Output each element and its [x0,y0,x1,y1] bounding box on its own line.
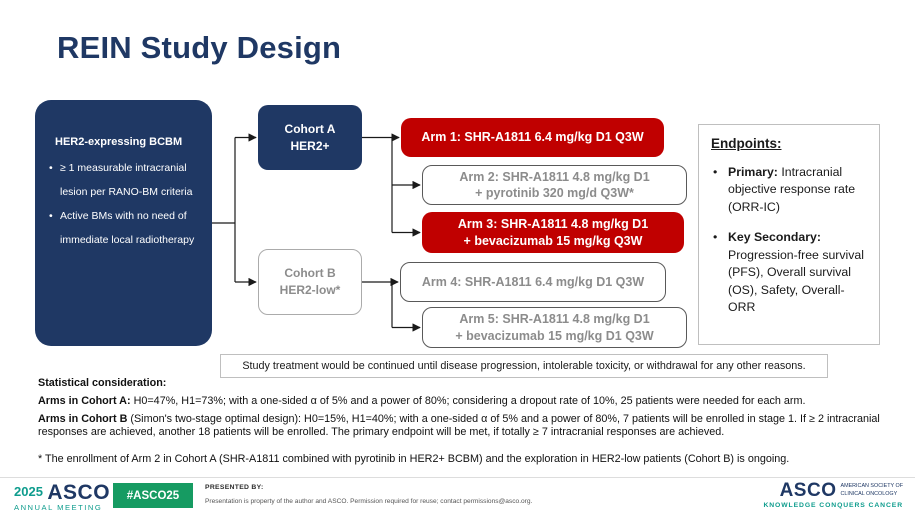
arm-1-label: Arm 1: SHR-A1811 6.4 mg/kg D1 Q3W [421,130,644,145]
arm-4-label: Arm 4: SHR-A1811 6.4 mg/kg D1 Q3W [421,274,645,289]
page-title: REIN Study Design [57,30,342,65]
arm-5-label-line1: Arm 5: SHR-A1811 4.8 mg/kg D1 [459,312,650,327]
meeting-subtitle: ANNUAL MEETING [14,503,103,512]
endpoint-primary: Primary: Intracranial objective response… [711,164,871,216]
arm-3-label-line2: + bevacizumab 15 mg/kg Q3W [463,233,643,248]
treatment-continuation-note: Study treatment would be continued until… [220,354,828,378]
arm-1-box: Arm 1: SHR-A1811 6.4 mg/kg D1 Q3W [401,118,664,157]
eligibility-title: HER2-expressing BCBM [55,136,183,148]
arm-5-box: Arm 5: SHR-A1811 4.8 mg/kg D1 + bevacizu… [422,307,687,348]
stats-cohort-b-text: (Simon's two-stage optimal design): H0=1… [38,412,880,439]
presented-by-label: PRESENTED BY: [205,484,264,491]
presented-by-block: PRESENTED BY: Presentation is property o… [205,484,532,505]
statistical-consideration: Statistical consideration: Arms in Cohor… [38,377,900,471]
endpoints-heading: Endpoints: [711,136,782,151]
arm-3-label-line1: Arm 3: SHR-A1811 4.8 mg/kg D1 [457,217,649,232]
meeting-name: ASCO [47,481,111,504]
asco-annual-meeting-logo: 2025 ASCO ANNUAL MEETING [14,482,110,512]
asco-tagline: KNOWLEDGE CONQUERS CANCER [763,502,903,509]
cohort-b-subtype: HER2-low* [279,283,341,297]
stats-heading: Statistical consideration: [38,377,167,389]
cohort-b-box: Cohort B HER2-low* [258,249,362,315]
meeting-year: 2025 [14,484,43,499]
arm-3-box: Arm 3: SHR-A1811 4.8 mg/kg D1 + bevacizu… [422,212,684,253]
permission-text: Presentation is property of the author a… [205,498,533,505]
endpoints-list: Primary: Intracranial objective response… [711,164,871,317]
asco-society-line1: AMERICAN SOCIETY OF [840,482,903,489]
endpoint-secondary-text: Progression-free survival (PFS), Overall… [728,247,864,315]
arm-2-label-line1: Arm 2: SHR-A1811 4.8 mg/kg D1 [459,169,650,184]
asco-annual-meeting-logo-row: 2025 ASCO [14,482,110,503]
cohort-a-box: Cohort A HER2+ [258,105,362,170]
eligibility-bullet: ≥ 1 measurable intracranial lesion per R… [49,156,204,204]
stats-cohort-b-label: Arms in Cohort B [38,412,128,425]
asco-logo-text: ASCO [779,480,837,501]
eligibility-bullet: Active BMs with no need of immediate loc… [49,204,204,252]
stats-cohort-a: Arms in Cohort A: H0=47%, H1=73%; with a… [38,395,900,409]
stats-cohort-a-text: H0=47%, H1=73%; with a one-sided α of 5%… [130,394,806,407]
arm-5-label-line2: + bevacizumab 15 mg/kg D1 Q3W [455,328,654,343]
endpoints-box: Endpoints: Primary: Intracranial objecti… [698,124,880,345]
footer: 2025 ASCO ANNUAL MEETING #ASCO25 PRESENT… [0,477,915,520]
hashtag-badge: #ASCO25 [113,483,193,508]
asco-society-line2: CLINICAL ONCOLOGY [840,490,898,497]
eligibility-bullet-list: ≥ 1 measurable intracranial lesion per R… [49,156,204,253]
arm-4-box: Arm 4: SHR-A1811 6.4 mg/kg D1 Q3W [400,262,666,302]
endpoint-secondary: Key Secondary: Progression-free survival… [711,229,871,316]
stats-cohort-a-label: Arms in Cohort A: [38,394,131,407]
stats-cohort-b: Arms in Cohort B (Simon's two-stage opti… [38,413,900,441]
cohort-a-name: Cohort A [284,121,336,136]
eligibility-box: HER2-expressing BCBM ≥ 1 measurable intr… [35,100,212,346]
cohort-b-name: Cohort B [284,266,336,281]
arm-2-box: Arm 2: SHR-A1811 4.8 mg/kg D1 + pyrotini… [422,165,687,205]
endpoint-primary-text: Intracranial objective response rate (OR… [728,165,856,214]
arm-2-label-line2: + pyrotinib 320 mg/d Q3W* [475,186,634,200]
endpoint-primary-label: Primary: [728,165,778,179]
cohort-a-subtype: HER2+ [290,138,330,153]
endpoint-secondary-label: Key Secondary: [728,230,821,245]
arm2-enrollment-footnote: * The enrollment of Arm 2 in Cohort A (S… [38,453,790,466]
